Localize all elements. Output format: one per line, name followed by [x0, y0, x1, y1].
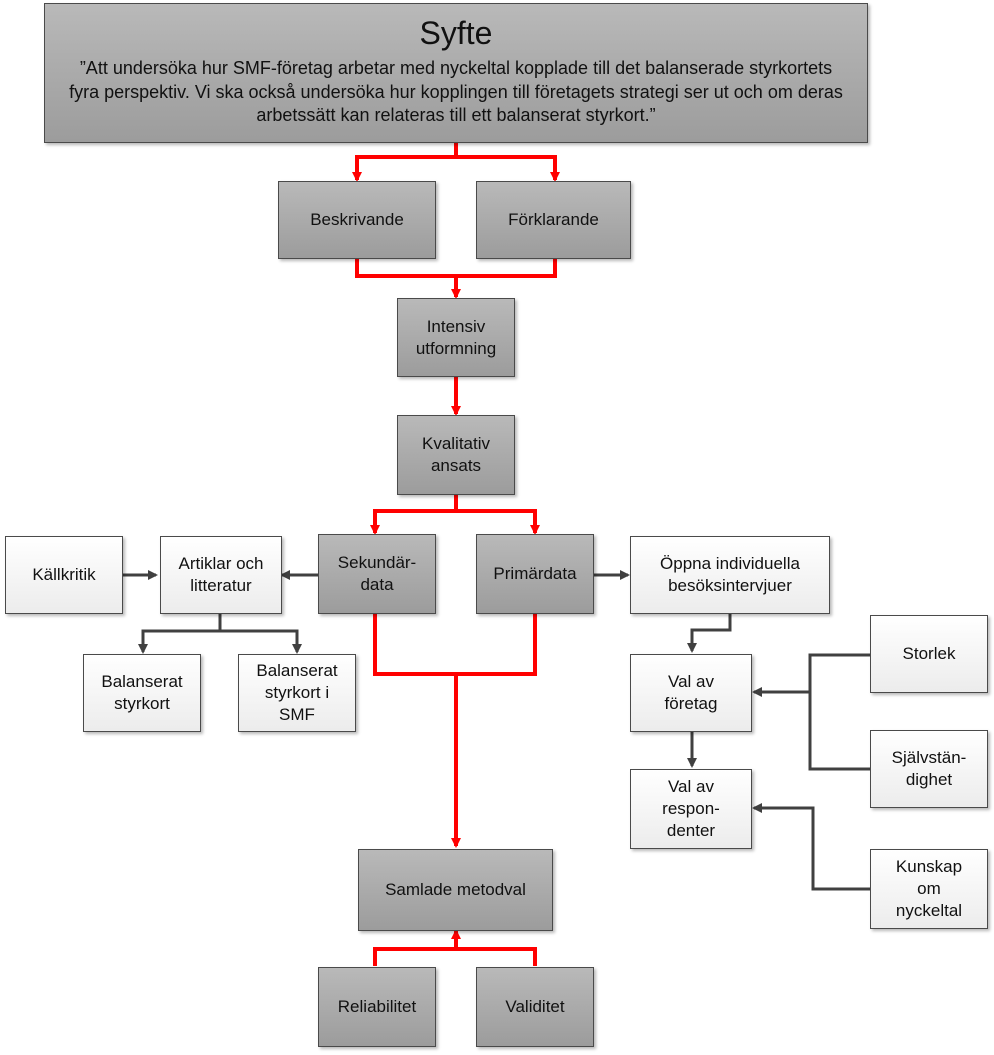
node-reliabilitet: Reliabilitet — [318, 967, 436, 1047]
flow-criteria-to-foretag — [754, 653, 870, 771]
node-intensiv-utformning: Intensiv utformning — [397, 298, 515, 377]
node-primardata: Primärdata — [476, 534, 594, 614]
purpose-title: Syfte — [419, 15, 493, 51]
node-storlek: Storlek — [870, 615, 988, 693]
node-validitet: Validitet — [476, 967, 594, 1047]
node-balanserat-styrkort-smf: Balanserat styrkort i SMF — [238, 654, 356, 732]
purpose-box: Syfte ”Att undersöka hur SMF-företag arb… — [44, 3, 868, 143]
node-val-av-respondenter: Val av respon- denter — [630, 769, 752, 849]
purpose-text: ”Att undersöka hur SMF-företag arbetar m… — [69, 58, 843, 125]
flow-kunskap-to-respondenter — [752, 803, 870, 891]
node-samlade-metodval: Samlade metodval — [358, 849, 553, 931]
flow-merge-to-intensiv — [355, 259, 557, 297]
flow-syfte-split — [355, 143, 555, 180]
flow-kvalitativ-split — [373, 495, 535, 533]
node-artiklar-litteratur: Artiklar och litteratur — [160, 536, 282, 614]
node-beskrivande: Beskrivande — [278, 181, 436, 259]
node-balanserat-styrkort: Balanserat styrkort — [83, 654, 201, 732]
node-besoksintervjuer: Öppna individuella besöksintervjuer — [630, 536, 830, 614]
node-sekundardata: Sekundär- data — [318, 534, 436, 614]
node-kunskap-om-nyckeltal: Kunskap om nyckeltal — [870, 849, 988, 929]
node-val-av-foretag: Val av företag — [630, 654, 752, 732]
flow-quality-to-samlade — [373, 931, 537, 966]
node-sjalvstandighet: Självstän- dighet — [870, 730, 988, 808]
node-forklarande: Förklarande — [476, 181, 631, 259]
flow-artiklar-split — [141, 614, 297, 652]
node-kvalitativ-ansats: Kvalitativ ansats — [397, 415, 515, 495]
flow-data-to-samlade — [373, 614, 537, 846]
node-kallkritik: Källkritik — [5, 536, 123, 614]
flow-intervjuer-to-foretag — [687, 614, 732, 653]
